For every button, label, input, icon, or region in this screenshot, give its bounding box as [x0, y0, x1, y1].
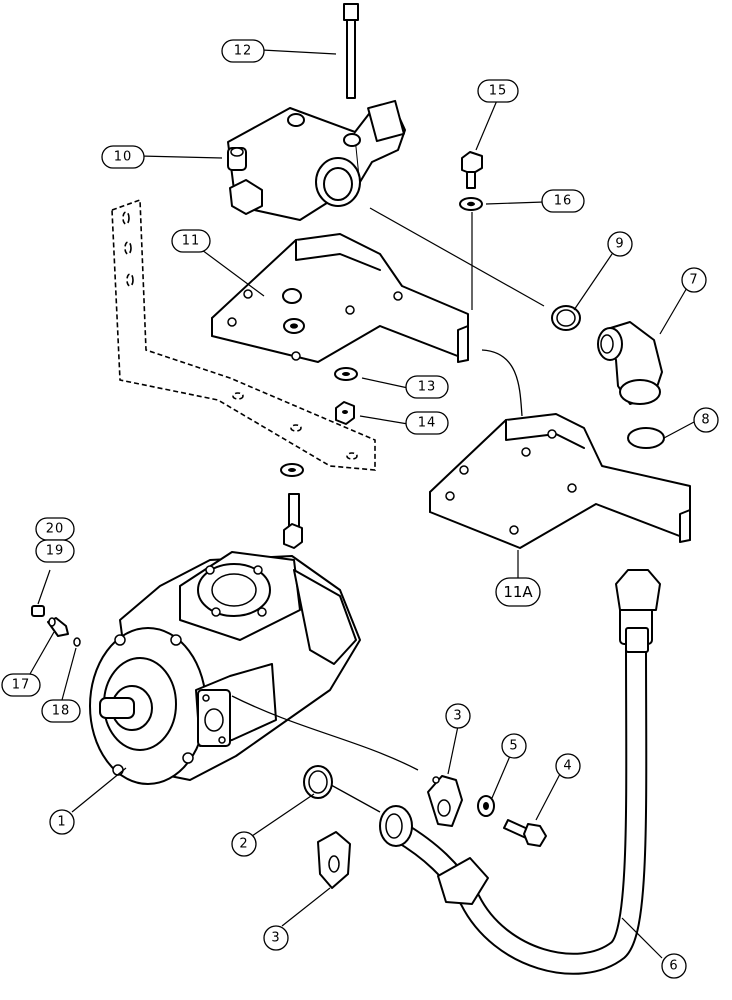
callout-4: 4	[555, 753, 581, 779]
part-lower-washer	[280, 463, 304, 477]
callout-11a: 11A	[495, 577, 541, 607]
callout-4-label: 4	[563, 759, 572, 774]
part-plate-11a	[429, 413, 691, 549]
callout-2: 2	[231, 831, 257, 857]
part-oring-9	[551, 305, 581, 331]
callout-1: 1	[49, 809, 75, 835]
callout-10: 10	[101, 145, 145, 169]
callout-9: 9	[607, 231, 633, 257]
part-fitting-20	[31, 605, 45, 617]
callout-11: 11	[171, 229, 211, 253]
part-oring-2	[303, 765, 333, 799]
part-pump-1	[89, 551, 361, 785]
callout-14-label: 14	[418, 416, 437, 431]
part-washer-13	[334, 367, 358, 381]
callout-1-label: 1	[57, 815, 66, 830]
callout-11a-label: 11A	[503, 583, 533, 601]
callout-6: 6	[661, 953, 687, 979]
callout-17-label: 17	[12, 678, 31, 693]
callout-13-label: 13	[418, 380, 437, 395]
callout-12-label: 12	[234, 44, 253, 59]
part-bolt-12	[343, 3, 359, 99]
part-oring-18	[73, 637, 81, 647]
part-elbow-7	[597, 321, 663, 405]
callout-19-label: 19	[46, 544, 65, 559]
callout-5: 5	[501, 733, 527, 759]
callout-3-lower: 3	[263, 925, 289, 951]
part-bolt-4	[503, 819, 547, 847]
part-fitting-17	[47, 617, 69, 637]
callout-20: 20	[35, 517, 75, 541]
dashed-bracket-outline	[111, 198, 376, 471]
callout-13: 13	[405, 375, 449, 399]
part-nut-14	[335, 401, 355, 425]
part-washer-5	[477, 795, 495, 817]
callout-11-label: 11	[182, 234, 201, 249]
callout-3-upper: 3	[445, 703, 471, 729]
callout-8-label: 8	[701, 413, 710, 428]
callout-19: 19	[35, 539, 75, 563]
port-link-line	[231, 695, 419, 771]
leader-lines	[29, 49, 695, 959]
part-lower-bolt	[283, 493, 303, 549]
callout-9-label: 9	[615, 237, 624, 252]
part-plate-11	[211, 233, 469, 363]
callout-6-label: 6	[669, 959, 678, 974]
callout-17: 17	[1, 673, 41, 697]
part-hose-6	[379, 569, 661, 975]
callout-18: 18	[41, 699, 81, 723]
callout-20-label: 20	[46, 522, 65, 537]
callout-16: 16	[541, 189, 585, 213]
part-clamp-3-upper	[427, 775, 463, 827]
callout-10-label: 10	[114, 150, 133, 165]
callout-7-label: 7	[689, 273, 698, 288]
part-valve-10	[227, 99, 406, 221]
wire-link	[481, 349, 523, 417]
callout-16-label: 16	[554, 194, 573, 209]
callout-3-lower-label: 3	[271, 931, 280, 946]
callout-3-upper-label: 3	[453, 709, 462, 724]
callout-7: 7	[681, 267, 707, 293]
part-bolt-15	[461, 151, 483, 189]
callout-14: 14	[405, 411, 449, 435]
part-disc-8	[627, 427, 665, 449]
callout-8: 8	[693, 407, 719, 433]
callout-18-label: 18	[52, 704, 71, 719]
callout-15-label: 15	[489, 84, 508, 99]
callout-2-label: 2	[239, 837, 248, 852]
callout-15: 15	[477, 79, 519, 103]
callout-12: 12	[221, 39, 265, 63]
part-washer-16	[459, 197, 483, 211]
part-clamp-3-lower	[317, 831, 351, 889]
callout-5-label: 5	[509, 739, 518, 754]
